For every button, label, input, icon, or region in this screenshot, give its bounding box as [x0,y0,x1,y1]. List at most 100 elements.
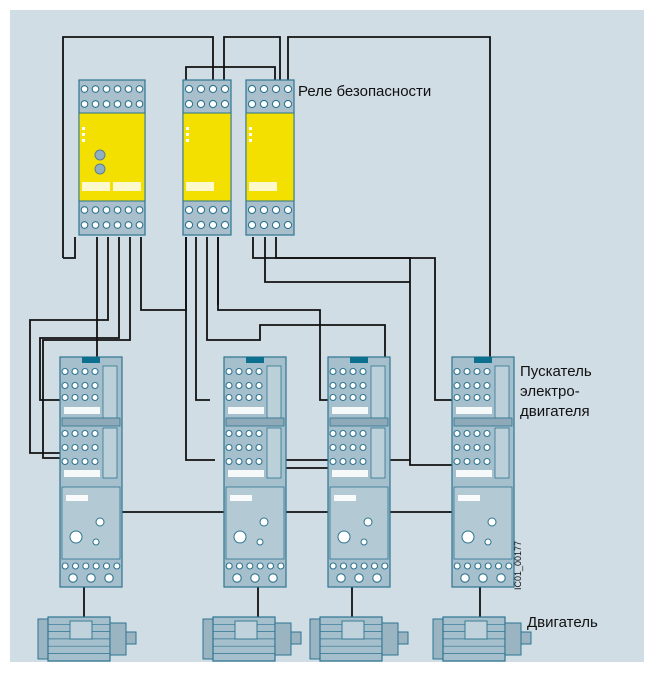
terminal-screw [463,367,471,376]
terminal-screw [453,393,461,402]
terminal-screw [268,573,278,583]
terminal-screw [102,562,111,570]
terminal-screw [124,206,133,214]
terminal-screw [329,457,337,466]
terminal-screw [81,393,89,402]
motor-end-cap [432,618,444,660]
wire-7 [29,237,109,454]
led-indicator [249,133,252,136]
terminal-screw [259,205,269,215]
label-plate [228,407,264,414]
safety-relay-3 [245,79,295,236]
terminal-screw [255,381,263,390]
led-indicator [186,127,189,130]
potentiometer-knob [94,149,106,161]
terminal-screw [271,99,281,109]
terminal-screw [370,562,379,570]
terminal-screw [235,393,243,402]
terminal-screw [61,457,69,466]
contactor-block [102,365,118,419]
terminal-screw [91,381,99,390]
dial [92,538,100,546]
terminal-screw [225,367,233,376]
terminal-screw [220,99,230,109]
terminal-screw [235,367,243,376]
motor-starter-1 [59,356,123,588]
dial [233,530,247,544]
overload-label [230,495,252,501]
terminal-screw [453,443,461,452]
motor-label: Двигатель [527,614,598,631]
dial [256,538,264,546]
dial [487,517,497,527]
terminal-screw [61,393,69,402]
terminal-screw [71,457,79,466]
terminal-screw [247,99,257,109]
terminal-screw [478,573,488,583]
terminal-screw [208,205,218,215]
terminal-screw [329,393,337,402]
dial [69,530,83,544]
terminal-screw [463,562,472,570]
terminal-screw [184,84,194,94]
figure-code: IC01_00177 [513,541,523,590]
motor-shaft [520,631,532,645]
terminal-screw [245,457,253,466]
terminal-screw [196,220,206,230]
terminal-screw [360,562,368,570]
terminal-screw [225,381,233,390]
terminal-screw [91,367,99,376]
terminal-screw [220,205,230,215]
terminal-screw [245,443,253,452]
terminal-screw [473,381,481,390]
label-plate [64,470,100,477]
terminal-screw [61,443,69,452]
overload-label [66,495,88,501]
terminal-screw [80,206,89,214]
terminal-screw [474,562,482,570]
terminal-screw [81,443,89,452]
terminal-screw [113,221,122,229]
terminal-screw [220,84,230,94]
terminal-screw [329,381,337,390]
starter-top-tab [82,357,100,363]
terminal-screw [255,367,263,376]
terminal-screw [271,84,281,94]
electric-motor-2 [202,616,302,662]
terminal-screw [484,562,492,570]
motors-layer [37,616,532,662]
terminal-screw [463,457,471,466]
terminal-screw [245,367,253,376]
wire-3 [223,36,281,85]
motor-end-cap [202,618,214,660]
terminal-screw [102,221,111,229]
motor-starter-2 [223,356,287,588]
wire-1 [62,36,214,258]
potentiometer-knob [94,163,106,175]
terminal-screw [245,393,253,402]
motor-flange [504,622,522,656]
dial [484,538,492,546]
contactor-block [102,427,118,479]
motor-flange [274,622,292,656]
terminal-screw [208,99,218,109]
terminal-screw [71,562,80,570]
terminal-box [464,620,488,640]
terminal-screw [483,429,491,438]
terminal-screw [220,220,230,230]
terminal-screw [349,381,357,390]
wire-14 [185,237,215,461]
terminal-screw [359,393,367,402]
motor-starter-4 [451,356,515,588]
terminal-screw [339,393,347,402]
contactor-block [370,427,386,479]
terminal-screw [483,367,491,376]
terminal-screw [255,457,263,466]
terminal-screw [247,220,257,230]
terminal-screw [91,100,100,108]
terminal-screw [124,100,133,108]
terminal-screw [359,457,367,466]
dial [363,517,373,527]
terminal-screw [225,393,233,402]
separator-band [329,417,389,427]
